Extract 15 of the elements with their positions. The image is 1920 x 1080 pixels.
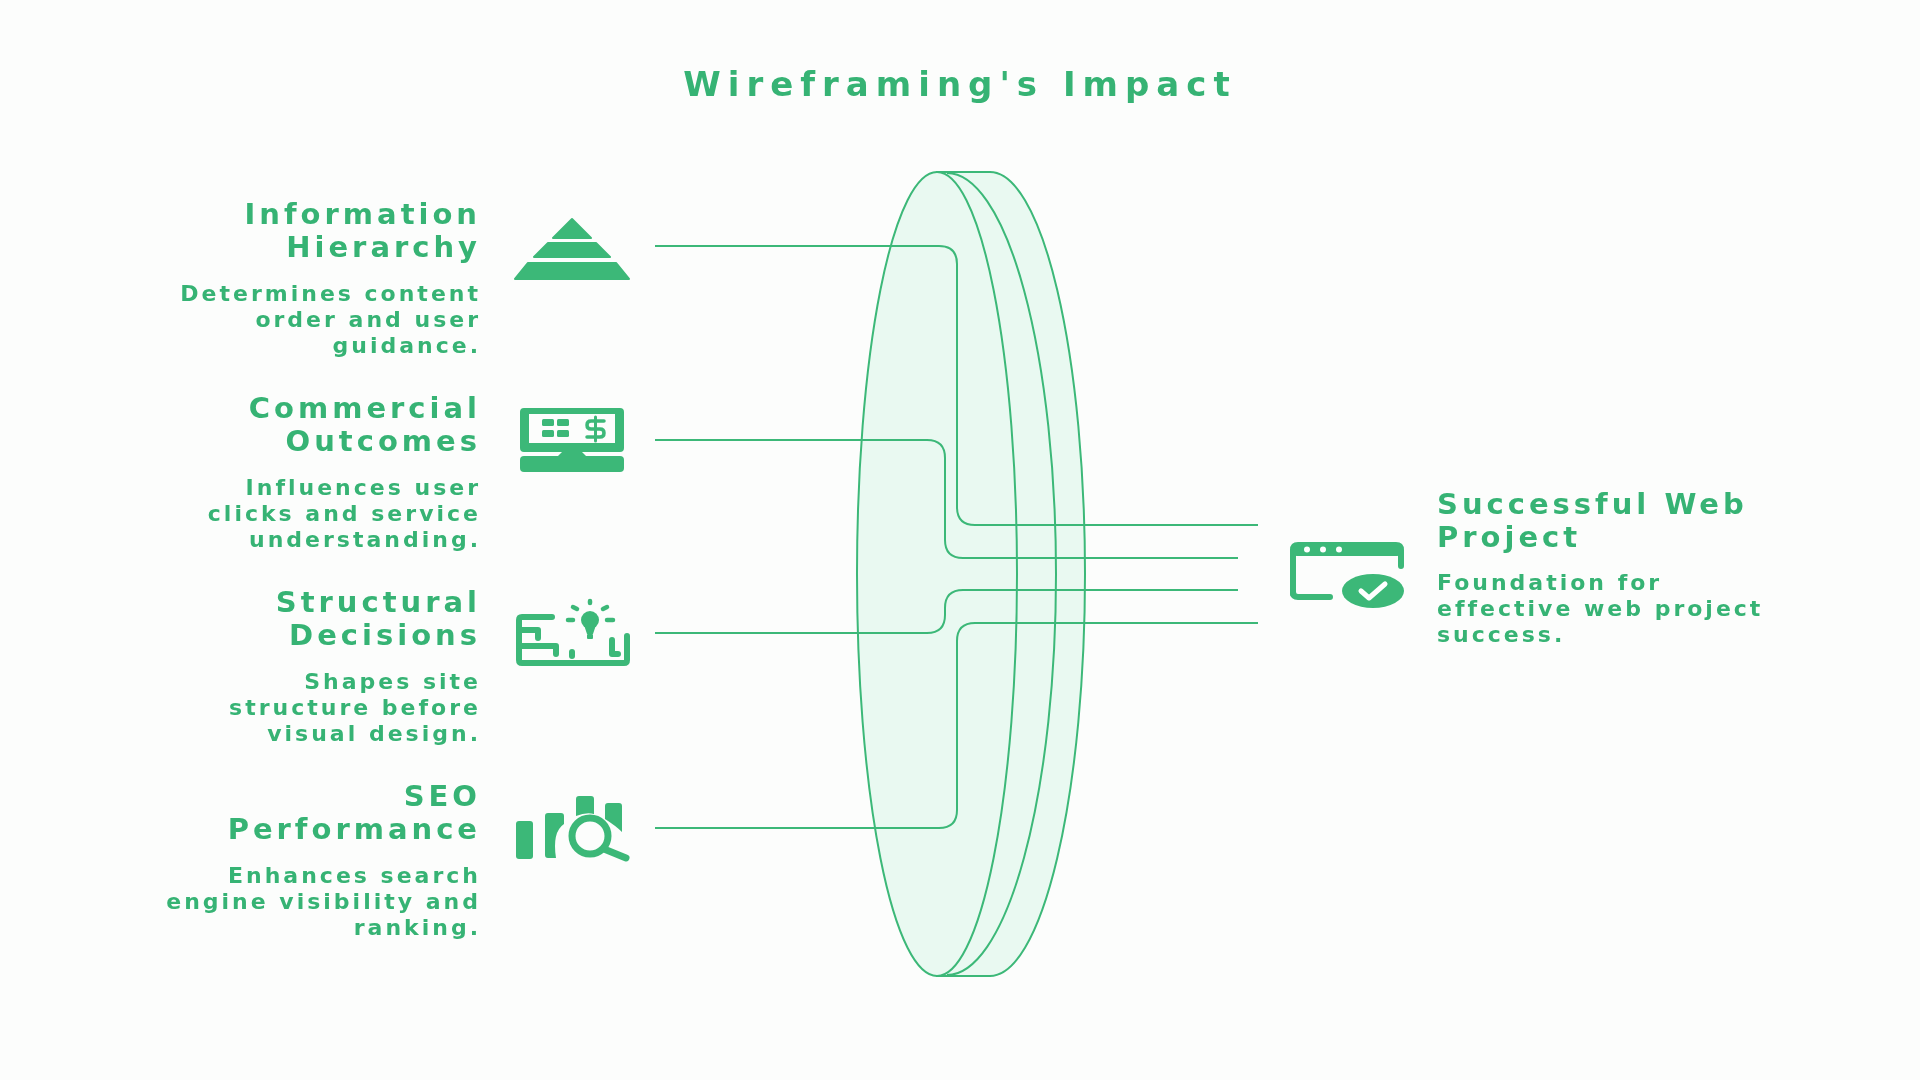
diagram-title: Wireframing's Impact <box>683 63 1237 106</box>
node-heading: Information Hierarchy <box>243 198 481 264</box>
node-description: Foundation for effective web project success. <box>1437 570 1765 648</box>
connector-line <box>654 622 1259 829</box>
node-description: Enhances search engine visibility and ranking. <box>165 863 481 941</box>
connector-line <box>654 589 1239 634</box>
connector-line <box>654 439 1239 559</box>
node-heading: Successful Web Project <box>1437 488 1749 554</box>
node-heading: Commercial Outcomes <box>247 392 481 458</box>
node-description: Determines content order and user guidance. <box>179 281 481 359</box>
node-description: Influences user clicks and service understanding. <box>206 475 481 553</box>
node-heading: Structural Decisions <box>274 586 481 652</box>
node-heading: SEO Performance <box>226 780 481 846</box>
connector-line <box>654 245 1259 526</box>
node-description: Shapes site structure before visual design. <box>228 669 481 747</box>
